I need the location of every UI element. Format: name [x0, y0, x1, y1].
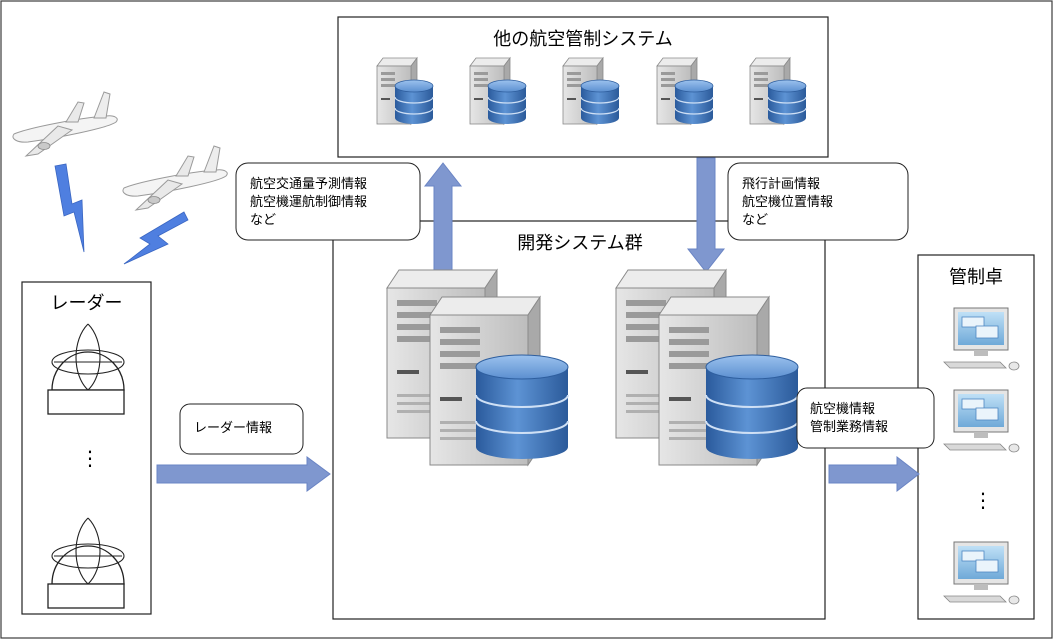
arrow-down-to-dev-systems [686, 157, 726, 273]
note-line: 航空機運航制御情報 [250, 195, 368, 210]
dev-systems-title: 開発システム群 [517, 233, 643, 254]
note-line: 航空交通量予測情報 [250, 177, 368, 192]
note-line: 飛行計画情報 [742, 177, 821, 192]
radar-ellipsis: ⋮ [80, 446, 100, 470]
callout-inbound-text: 飛行計画情報 航空機位置情報 など [742, 176, 833, 230]
console-ellipsis: ⋮ [973, 488, 993, 512]
note-line: 管制業務情報 [810, 420, 889, 435]
radar-title: レーダー [50, 293, 123, 314]
arrow-radar-to-dev [156, 456, 331, 492]
callout-radar-info-text: レーダー情報 [194, 420, 272, 438]
note-line: など [250, 213, 277, 228]
console-title: 管制卓 [949, 267, 1003, 288]
lightning-icon [54, 163, 85, 253]
airplane-icon [12, 91, 118, 157]
callout-console-info-text: 航空機情報 管制業務情報 [810, 401, 888, 437]
note-line: 航空機位置情報 [742, 195, 834, 210]
database-icon [705, 354, 799, 460]
note-line: 航空機情報 [810, 402, 876, 417]
arrow-up-to-other-systems [423, 162, 463, 273]
callout-outbound-text: 航空交通量予測情報 航空機運航制御情報 など [250, 176, 367, 230]
lightning-icon [123, 211, 189, 265]
other-systems-title: 他の航空管制システム [493, 29, 673, 50]
callout-outbound [235, 162, 421, 241]
airplane-icon [122, 145, 228, 211]
arrow-dev-to-console [828, 455, 920, 493]
callout-console-info [796, 387, 935, 449]
callout-radar-info [179, 403, 304, 455]
note-line: など [742, 213, 769, 228]
note-line: レーダー情報 [194, 421, 273, 436]
database-icon [475, 354, 569, 460]
callout-inbound [727, 162, 909, 241]
